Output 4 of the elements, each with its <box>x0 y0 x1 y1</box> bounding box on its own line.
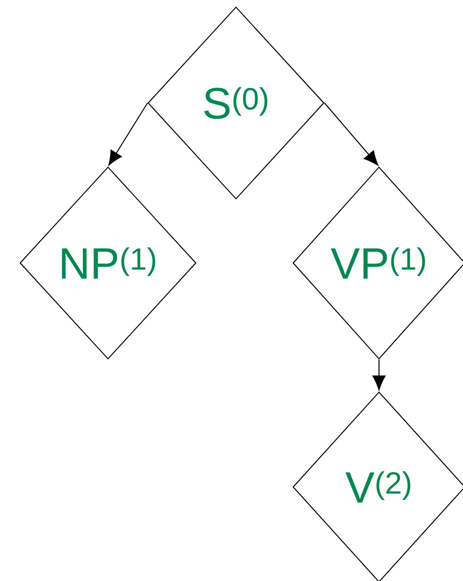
arrow <box>372 359 386 390</box>
arrow <box>324 102 378 166</box>
diamond-node: V$^{(2)}$ <box>292 391 463 581</box>
arrow <box>108 102 148 166</box>
